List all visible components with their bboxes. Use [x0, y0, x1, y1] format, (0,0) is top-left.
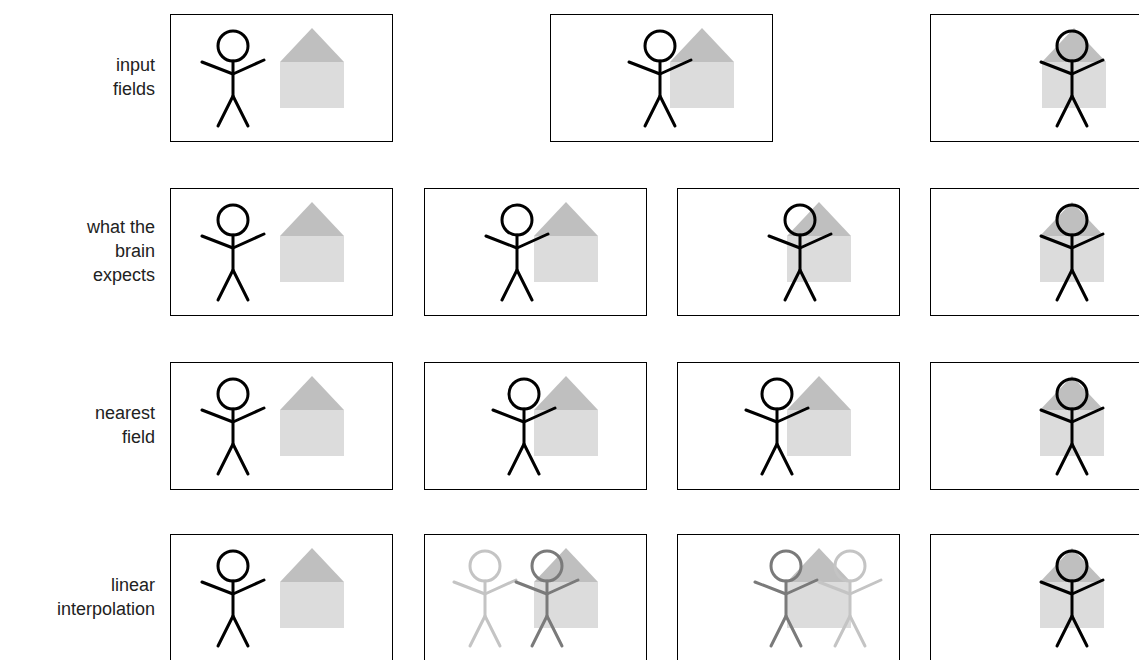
- house: [1042, 28, 1106, 108]
- house: [280, 202, 344, 282]
- ghost-figure-dark: [755, 551, 817, 646]
- frame: [425, 363, 647, 490]
- frame: [551, 15, 773, 142]
- house: [787, 376, 851, 456]
- stick-figure: [746, 379, 808, 474]
- row-label: what the brain expects: [75, 215, 155, 287]
- frame: [678, 189, 900, 316]
- frame: [171, 15, 393, 142]
- house: [670, 28, 734, 108]
- stick-figure: [1041, 31, 1103, 126]
- stick-figure: [769, 205, 831, 300]
- frame: [931, 535, 1139, 660]
- stick-figure: [202, 31, 264, 126]
- frame: [171, 535, 393, 660]
- ghost-figure-light: [454, 551, 516, 646]
- stick-figure: [1041, 205, 1103, 300]
- house: [534, 376, 598, 456]
- frame: [678, 535, 900, 660]
- row-label: input fields: [75, 53, 155, 101]
- frame-group: [171, 15, 1139, 660]
- stick-figure: [202, 205, 264, 300]
- stick-figure: [1041, 551, 1103, 646]
- frame: [425, 189, 647, 316]
- frame: [931, 189, 1139, 316]
- frame: [678, 363, 900, 490]
- frame: [931, 363, 1139, 490]
- house: [534, 548, 598, 628]
- frame: [171, 363, 393, 490]
- ghost-figure-dark: [516, 551, 578, 646]
- stick-figure: [202, 551, 264, 646]
- house: [280, 28, 344, 108]
- house: [787, 202, 851, 282]
- stick-figure: [202, 379, 264, 474]
- frame: [931, 15, 1139, 142]
- house: [280, 376, 344, 456]
- house: [280, 548, 344, 628]
- frame: [171, 189, 393, 316]
- stick-figure: [493, 379, 555, 474]
- row-label: nearest field: [75, 401, 155, 449]
- stick-figure: [1041, 379, 1103, 474]
- house: [534, 202, 598, 282]
- stick-figure: [629, 31, 691, 126]
- stick-figure: [486, 205, 548, 300]
- row-label: linear interpolation: [35, 573, 155, 621]
- ghost-figure-light: [819, 551, 881, 646]
- frame: [425, 535, 647, 660]
